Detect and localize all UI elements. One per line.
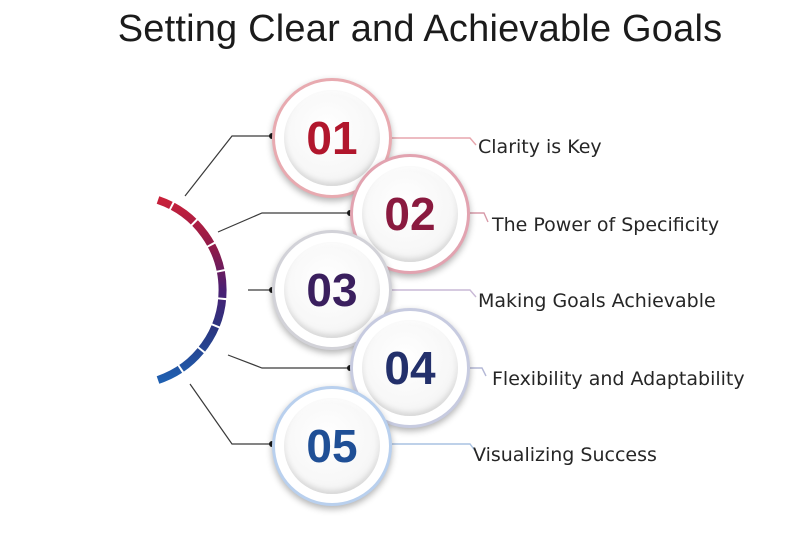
step-label-4: Flexibility and Adaptability xyxy=(492,368,745,390)
hub-arc xyxy=(156,196,227,384)
leader-line-1 xyxy=(392,137,477,146)
step-label-2: The Power of Specificity xyxy=(492,214,720,236)
connector-line-1 xyxy=(184,135,272,197)
page-title: Setting Clear and Achievable Goals xyxy=(117,8,723,50)
step-label-5: Visualizing Success xyxy=(473,444,657,466)
leader-line-3 xyxy=(392,289,477,298)
hub-arc-dashes xyxy=(156,195,228,385)
connector-line-2 xyxy=(217,212,350,233)
leader-line-5 xyxy=(392,443,477,453)
connector-line-5 xyxy=(189,383,272,445)
step-number-3: 03 xyxy=(306,264,358,316)
step-number-5: 05 xyxy=(306,420,358,472)
step-circle-4: 04 xyxy=(350,308,470,428)
step-number-1: 01 xyxy=(306,112,358,164)
step-label-3: Making Goals Achievable xyxy=(478,290,716,312)
step-number-2: 02 xyxy=(384,188,436,240)
step-circle-1: 01 xyxy=(272,78,392,198)
leader-line-4 xyxy=(470,367,487,377)
leader-line-2 xyxy=(470,212,489,223)
step-label-1: Clarity is Key xyxy=(478,136,602,158)
connector-line-4 xyxy=(227,354,350,369)
step-circle-5: 05 xyxy=(272,386,392,506)
step-number-4: 04 xyxy=(384,342,436,394)
